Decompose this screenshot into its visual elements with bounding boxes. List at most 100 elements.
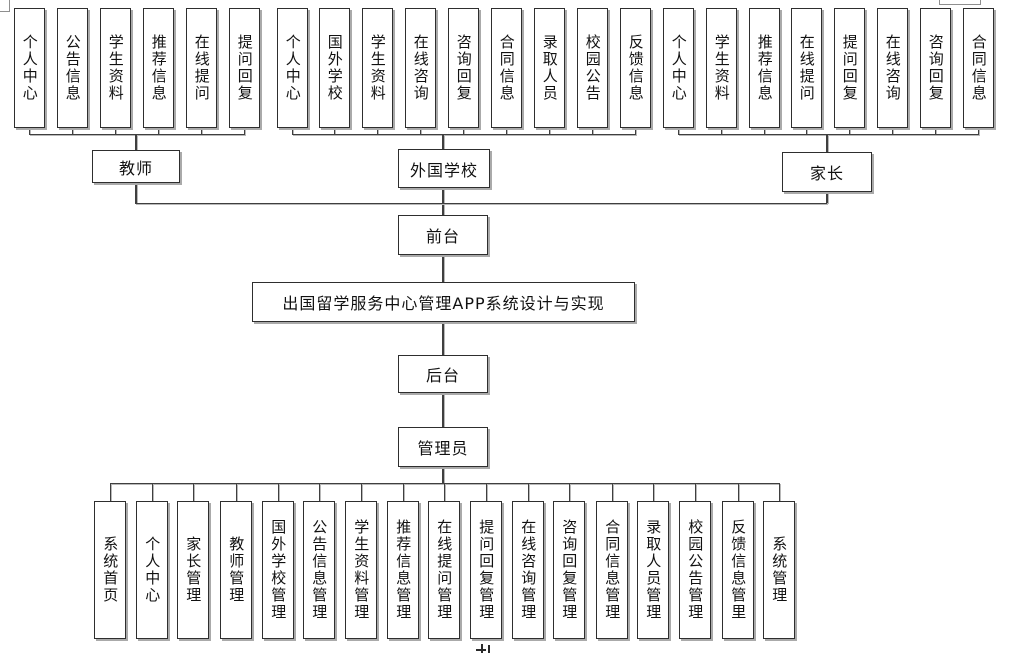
admin-module-box: 学生资料管理 bbox=[345, 501, 377, 639]
front-module-box: 在线咨询 bbox=[405, 8, 436, 128]
connector bbox=[678, 128, 679, 134]
front-module-box: 学生资料 bbox=[362, 8, 393, 128]
connector bbox=[935, 128, 936, 134]
connector bbox=[806, 128, 807, 134]
front-module-box: 在线咨询 bbox=[877, 8, 908, 128]
admin-module-box: 录取人员管理 bbox=[637, 501, 669, 639]
connector bbox=[978, 128, 979, 134]
connector bbox=[152, 483, 153, 501]
admin-module-box: 提问回复管理 bbox=[470, 501, 502, 639]
connector bbox=[292, 128, 293, 134]
connector bbox=[506, 128, 507, 134]
connector bbox=[115, 128, 116, 134]
connector bbox=[361, 483, 362, 501]
connector bbox=[278, 483, 279, 501]
front-desk-box: 前台 bbox=[398, 215, 488, 255]
connector bbox=[826, 134, 828, 152]
system-root-box: 出国留学服务中心管理APP系统设计与实现 bbox=[252, 282, 635, 322]
teacher-role-box: 教师 bbox=[92, 150, 180, 183]
connector bbox=[292, 134, 636, 135]
backend-box: 后台 bbox=[398, 355, 488, 393]
front-module-box: 推荐信息 bbox=[749, 8, 780, 128]
front-module-box: 咨询回复 bbox=[448, 8, 479, 128]
connector bbox=[244, 128, 245, 134]
connector bbox=[110, 483, 111, 501]
front-module-box: 咨询回复 bbox=[920, 8, 951, 128]
front-module-box: 提问回复 bbox=[834, 8, 865, 128]
connector bbox=[319, 483, 320, 501]
admin-module-box: 国外学校管理 bbox=[262, 501, 294, 639]
front-module-box: 个人中心 bbox=[663, 8, 694, 128]
connector bbox=[892, 128, 893, 134]
connector bbox=[201, 128, 202, 134]
front-module-box: 推荐信息 bbox=[143, 8, 174, 128]
front-module-box: 在线提问 bbox=[791, 8, 822, 128]
admin-module-box: 公告信息管理 bbox=[303, 501, 335, 639]
connector bbox=[779, 483, 780, 501]
connector bbox=[678, 134, 979, 135]
connector bbox=[528, 483, 529, 501]
connector bbox=[72, 128, 73, 134]
connector bbox=[135, 203, 827, 204]
connector bbox=[442, 134, 444, 149]
connector bbox=[377, 128, 378, 134]
connector bbox=[29, 128, 30, 134]
connector bbox=[442, 255, 444, 282]
connector bbox=[193, 483, 194, 501]
connector bbox=[695, 483, 696, 501]
front-module-box: 合同信息 bbox=[963, 8, 994, 128]
admin-module-box: 教师管理 bbox=[220, 501, 252, 639]
connector bbox=[444, 483, 445, 501]
connector bbox=[442, 467, 444, 483]
front-module-box: 个人中心 bbox=[277, 8, 308, 128]
connector bbox=[135, 182, 137, 203]
front-module-box: 提问回复 bbox=[229, 8, 260, 128]
admin-module-box: 系统管理 bbox=[763, 501, 795, 639]
admin-module-box: 个人中心 bbox=[136, 501, 168, 639]
connector bbox=[764, 128, 765, 134]
connector bbox=[135, 134, 137, 150]
admin-module-box: 校园公告管理 bbox=[679, 501, 711, 639]
parent-role-box: 家长 bbox=[782, 152, 872, 192]
admin-module-box: 家长管理 bbox=[177, 501, 209, 639]
front-module-box: 个人中心 bbox=[14, 8, 45, 128]
connector bbox=[592, 128, 593, 134]
connector bbox=[158, 128, 159, 134]
corner-fragment-top-right bbox=[939, 0, 981, 5]
admin-box: 管理员 bbox=[398, 427, 488, 467]
connector bbox=[420, 128, 421, 134]
connector bbox=[486, 483, 487, 501]
front-module-box: 合同信息 bbox=[491, 8, 522, 128]
front-module-box: 录取人员 bbox=[534, 8, 565, 128]
connector bbox=[612, 483, 613, 501]
admin-module-box: 咨询回复管理 bbox=[553, 501, 585, 639]
admin-module-box: 在线提问管理 bbox=[428, 501, 460, 639]
connector bbox=[442, 188, 444, 215]
admin-module-box: 推荐信息管理 bbox=[387, 501, 419, 639]
connector bbox=[826, 192, 828, 203]
front-module-box: 公告信息 bbox=[57, 8, 88, 128]
front-module-box: 在线提问 bbox=[186, 8, 217, 128]
connector bbox=[849, 128, 850, 134]
connector bbox=[569, 483, 570, 501]
foreign-school-role-box: 外国学校 bbox=[398, 149, 490, 188]
admin-module-box: 反馈信息管里 bbox=[722, 501, 754, 639]
front-module-box: 学生资料 bbox=[100, 8, 131, 128]
clipped-text-fragment bbox=[476, 644, 491, 653]
front-module-box: 国外学校 bbox=[319, 8, 350, 128]
connector bbox=[721, 128, 722, 134]
connector bbox=[442, 322, 444, 355]
connector bbox=[549, 128, 550, 134]
connector bbox=[236, 483, 237, 501]
connector bbox=[403, 483, 404, 501]
corner-fragment-top-left bbox=[0, 0, 10, 12]
connector bbox=[29, 134, 245, 135]
admin-module-box: 合同信息管理 bbox=[596, 501, 628, 639]
admin-module-box: 系统首页 bbox=[94, 501, 126, 639]
connector bbox=[442, 393, 444, 427]
front-module-box: 校园公告 bbox=[577, 8, 608, 128]
connector bbox=[463, 128, 464, 134]
connector bbox=[653, 483, 654, 501]
connector bbox=[738, 483, 739, 501]
